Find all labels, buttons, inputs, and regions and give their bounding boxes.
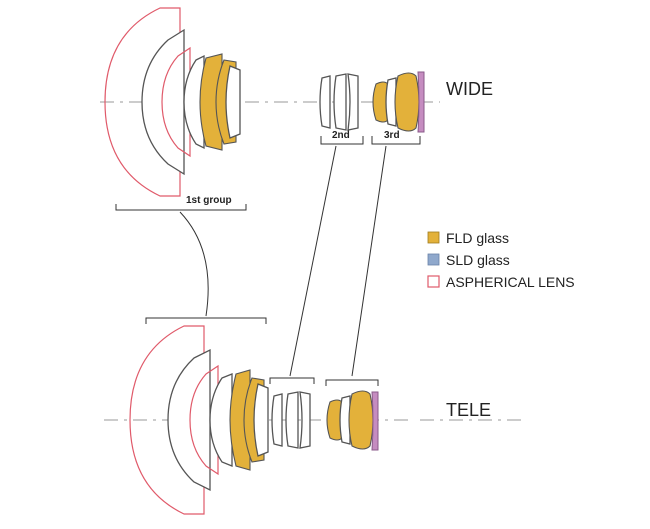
tele-second-group <box>271 391 311 449</box>
tele-first-group-top-bracket <box>145 317 267 324</box>
wide-second-element-1 <box>319 75 331 129</box>
first-group-movement-line <box>179 211 209 317</box>
wide-second-group <box>319 73 359 131</box>
first-group-bracket <box>115 204 247 211</box>
legend-label-aspherical: ASPHERICAL LENS <box>446 274 575 290</box>
legend-item-sld: SLD glass <box>427 252 510 268</box>
wide-third-fld-element-3 <box>394 72 420 132</box>
legend-item-aspherical: ASPHERICAL LENS <box>427 274 575 290</box>
fld-swatch <box>427 231 440 244</box>
tele-aspherical-front-element <box>129 325 205 515</box>
wide-meniscus-element-1 <box>141 28 185 176</box>
tele-label: TELE <box>446 400 491 420</box>
tele-aspherical-element-2 <box>189 364 219 476</box>
tele-meniscus-element-3 <box>209 373 233 467</box>
second-group-movement-line <box>289 145 337 377</box>
legend-label-sld: SLD glass <box>446 252 510 268</box>
tele-second-element-2 <box>285 391 299 449</box>
tele-third-element-2 <box>339 395 351 445</box>
wide-first-group <box>104 7 241 197</box>
tele-fld-element-1 <box>229 369 251 471</box>
wide-meniscus-element-3 <box>183 54 205 150</box>
sld-swatch <box>427 253 440 266</box>
tele-configuration: TELE <box>104 325 524 515</box>
wide-configuration: WIDE 2nd 3rd 1st group <box>100 7 493 211</box>
legend-label-fld: FLD glass <box>446 230 509 246</box>
tele-meniscus-element-4 <box>253 383 269 457</box>
wide-rear-element <box>417 71 425 133</box>
first-group-label: 1st group <box>186 195 232 206</box>
aspherical-swatch <box>427 275 440 288</box>
wide-aspherical-element-2 <box>161 46 191 158</box>
legend-item-fld: FLD glass <box>427 230 509 246</box>
tele-first-group <box>129 325 269 515</box>
wide-third-group <box>372 71 425 133</box>
wide-fld-element-1 <box>199 53 223 151</box>
wide-meniscus-element-4 <box>225 65 241 139</box>
wide-aspherical-front-element <box>104 7 181 197</box>
tele-second-element-3 <box>299 391 311 449</box>
tele-meniscus-element-1 <box>167 348 211 492</box>
legend: FLD glass SLD glass ASPHERICAL LENS <box>427 230 575 290</box>
third-group-label: 3rd <box>384 130 400 141</box>
wide-third-group-bracket <box>371 136 421 145</box>
wide-third-element-2 <box>385 77 397 127</box>
tele-second-group-bracket <box>269 377 315 384</box>
wide-second-element-2 <box>333 73 347 131</box>
wide-second-element-3 <box>347 73 359 131</box>
tele-rear-element <box>371 391 379 451</box>
group-movement-lines <box>145 145 387 377</box>
tele-third-group <box>326 390 379 451</box>
third-group-movement-line <box>351 145 387 377</box>
second-group-label: 2nd <box>332 130 350 141</box>
tele-third-group-bracket <box>325 379 379 386</box>
tele-second-element-1 <box>271 393 283 447</box>
tele-third-fld-element-3 <box>348 390 374 450</box>
wide-second-group-bracket <box>320 136 364 145</box>
wide-label: WIDE <box>446 79 493 99</box>
